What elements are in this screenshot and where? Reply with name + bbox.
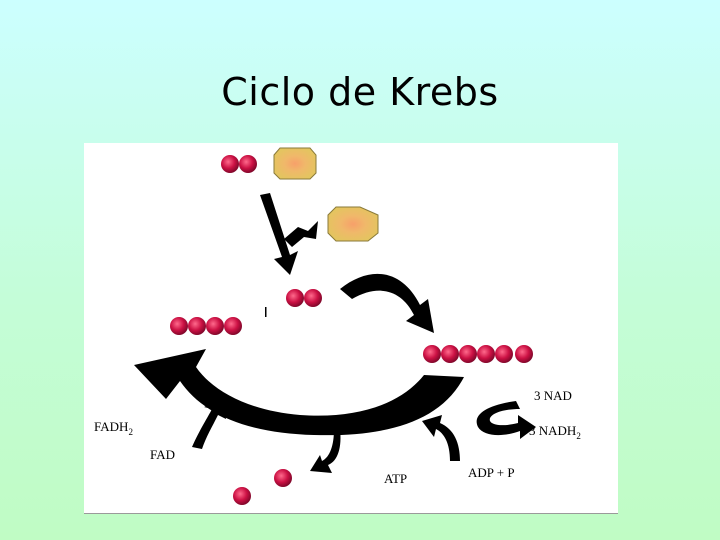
carbon-bead [206, 317, 224, 335]
nadh2-label: 3 NADH2 [529, 423, 581, 441]
acetyl-coa-group [221, 147, 317, 180]
main-cycle-arrow [134, 349, 464, 436]
entry-arrow [260, 193, 318, 275]
krebs-cycle-diagram: 3 NAD 3 NADH2 FADH2 FAD ATP ADP + P [84, 143, 618, 514]
nad-arrow [476, 401, 536, 439]
condensation-arrow [340, 273, 434, 333]
carbon-bead [239, 155, 257, 173]
carbon-bead [495, 345, 513, 363]
fad-arrow [192, 401, 226, 449]
carbon-bead [170, 317, 188, 335]
adp-label: ADP + P [468, 465, 515, 480]
released-coa-octagon [327, 206, 379, 242]
slide-title: Ciclo de Krebs [221, 70, 499, 114]
carbon-bead [188, 317, 206, 335]
krebs-cycle-svg: 3 NAD 3 NADH2 FADH2 FAD ATP ADP + P [94, 147, 581, 505]
oxaloacetate-chain [170, 317, 242, 335]
carbon-bead [515, 345, 533, 363]
released-carbon-bead [233, 487, 251, 505]
carbon-bead [224, 317, 242, 335]
carbon-bead [221, 155, 239, 173]
coenzyme-a-octagon [273, 147, 317, 180]
nad-label: 3 NAD [534, 388, 572, 403]
released-carbon-bead [274, 469, 292, 487]
carbon-bead [304, 289, 322, 307]
carbon-bead [286, 289, 304, 307]
citrate-chain [423, 345, 533, 363]
atp-arrow [422, 415, 460, 461]
carbon-bead [459, 345, 477, 363]
small-tick [265, 307, 267, 317]
co2-release-arrow [310, 429, 341, 473]
carbon-bead [441, 345, 459, 363]
fad-label: FAD [150, 447, 175, 462]
atp-label: ATP [384, 471, 407, 486]
carbon-bead [477, 345, 495, 363]
carbon-bead [423, 345, 441, 363]
fadh2-label: FADH2 [94, 419, 133, 437]
